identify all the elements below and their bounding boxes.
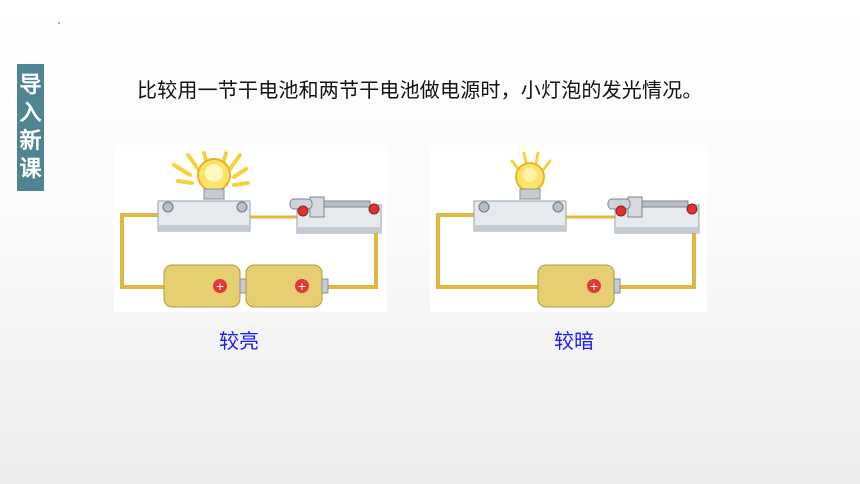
section-tab-char: 课 [19,156,42,182]
section-tab-char: 入 [19,100,42,126]
light-rays [172,151,250,187]
wire [120,213,164,289]
decorative-dot [58,22,60,24]
caption-brighter: 较亮 [219,329,259,353]
caption-dimmer: 较暗 [554,329,594,353]
bulb-socket [519,188,541,200]
terminal [162,201,174,213]
battery-icon: + [245,264,329,308]
wire [436,213,538,289]
svg-text:+: + [297,280,306,293]
svg-text:+: + [589,280,598,293]
terminal [615,205,627,217]
circuit-diagram-bright: + + [120,151,382,308]
terminal [297,205,309,217]
battery-icon: + [537,264,621,308]
circuit-figure-one-battery: + [430,145,707,312]
svg-text:+: + [215,280,224,293]
circuit-diagram-dim: + [436,151,700,308]
battery-icon: + [163,264,247,308]
section-tab-char: 新 [19,128,42,154]
terminal [236,201,248,213]
slide-heading: 比较用一节干电池和两节干电池做电源时，小灯泡的发光情况。 [137,78,703,102]
circuit-figure-two-batteries: + + [114,145,387,312]
bulb-socket [203,188,225,200]
terminal [478,201,490,213]
light-rays [510,151,552,171]
wire [321,215,378,289]
section-tab-char: 导 [19,72,42,98]
terminal [368,203,380,215]
terminal [686,203,698,215]
section-tab: 导 入 新 课 [17,64,44,191]
terminal [552,201,564,213]
wire [618,215,696,289]
